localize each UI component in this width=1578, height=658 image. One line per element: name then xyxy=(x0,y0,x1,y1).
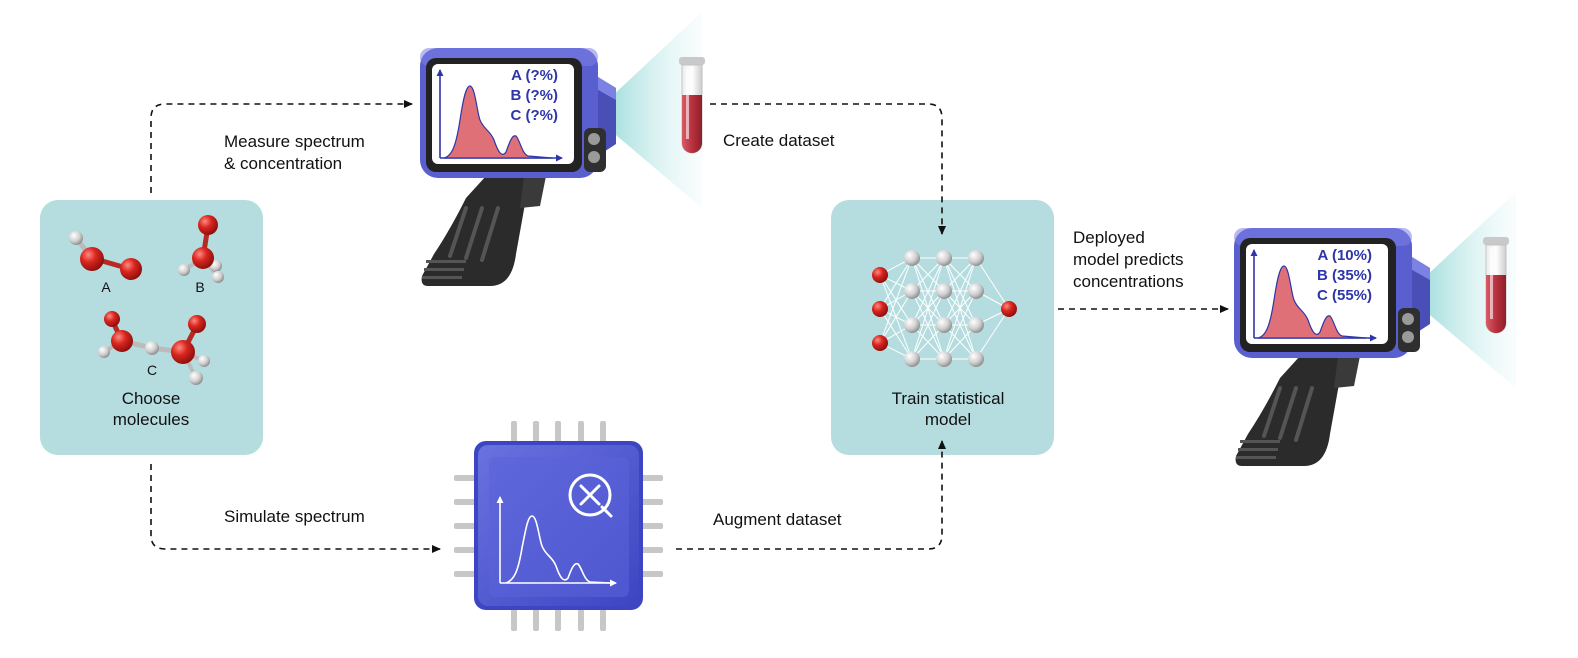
network-node xyxy=(936,351,952,367)
chip-pin xyxy=(454,523,476,529)
network-edge xyxy=(975,308,1010,360)
measure-readout-b: B (?%) xyxy=(511,87,559,104)
chip-pin xyxy=(578,609,584,631)
network-edge xyxy=(943,257,977,360)
chip-pin xyxy=(578,421,584,443)
create-dataset-label: Create dataset xyxy=(723,131,835,150)
chip-pin xyxy=(555,609,561,631)
chip-pin xyxy=(454,475,476,481)
deployed-label-line3: concentrations xyxy=(1073,272,1184,291)
network-edge xyxy=(911,257,945,326)
chip-pin xyxy=(555,421,561,443)
deployed-readout-a: A (10%) xyxy=(1318,247,1372,264)
network-node xyxy=(968,317,984,333)
chip-pin xyxy=(641,547,663,553)
network-node xyxy=(936,317,952,333)
network-node xyxy=(968,351,984,367)
network-node xyxy=(1001,301,1017,317)
chip-pin xyxy=(511,609,517,631)
molecule-b-label: B xyxy=(195,279,204,295)
measure-label-line1: Measure spectrum xyxy=(224,132,365,151)
deployed-readout-b: B (35%) xyxy=(1317,267,1372,284)
chip-pin xyxy=(641,523,663,529)
chip-pin xyxy=(454,571,476,577)
measure-label-line2: & concentration xyxy=(224,154,342,173)
network-edge xyxy=(911,290,945,360)
network-node xyxy=(936,250,952,266)
network-node xyxy=(904,351,920,367)
simulate-label: Simulate spectrum xyxy=(224,507,365,526)
network-node xyxy=(936,283,952,299)
deployed-readout-c: C (55%) xyxy=(1317,287,1372,304)
chip-pin xyxy=(533,421,539,443)
network-node xyxy=(904,283,920,299)
network-node xyxy=(872,301,888,317)
network-node xyxy=(968,250,984,266)
augment-dataset-arrow xyxy=(676,440,946,550)
measure-spectrometer-icon: A (?%) B (?%) C (?%) xyxy=(420,12,702,286)
molecule-a-label: A xyxy=(101,279,111,295)
chip-pin xyxy=(641,475,663,481)
network-edge xyxy=(879,257,913,310)
network-edge xyxy=(943,257,977,326)
augment-label: Augment dataset xyxy=(713,510,842,529)
simulate-arrow xyxy=(150,464,441,553)
train-model-label-line1: Train statistical xyxy=(892,389,1005,408)
train-model-label-line2: model xyxy=(925,410,971,429)
network-edge xyxy=(911,257,945,360)
chip-pin xyxy=(533,609,539,631)
network-node xyxy=(872,267,888,283)
network-node xyxy=(904,250,920,266)
test-tube-measure-icon xyxy=(678,56,706,154)
choose-molecules-label-line1: Choose xyxy=(122,389,181,408)
measure-readout-a: A (?%) xyxy=(511,67,558,84)
choose-molecules-label-line2: molecules xyxy=(113,410,190,429)
network-node xyxy=(872,335,888,351)
network-node xyxy=(904,317,920,333)
network-node xyxy=(968,283,984,299)
chip-pin xyxy=(600,609,606,631)
deployed-label-line2: model predicts xyxy=(1073,250,1184,269)
deployed-spectrometer-icon: A (10%) B (35%) C (55%) xyxy=(1234,192,1516,466)
chip-pin xyxy=(454,547,476,553)
molecule-c-icon xyxy=(98,311,210,385)
chip-pin xyxy=(641,571,663,577)
chip-pin xyxy=(641,499,663,505)
quantum-circle-icon xyxy=(568,473,613,518)
deployed-label-line1: Deployed xyxy=(1073,228,1145,247)
chip-pin xyxy=(511,421,517,443)
network-edge xyxy=(879,290,913,344)
measure-readout-c: C (?%) xyxy=(511,107,559,124)
test-tube-deployed-icon xyxy=(1482,236,1510,334)
molecule-a-icon xyxy=(69,231,142,280)
chip-pin xyxy=(454,499,476,505)
chip-pin xyxy=(600,421,606,443)
molecule-b-icon xyxy=(178,215,224,283)
network-edge xyxy=(879,257,913,344)
neural-network-icon xyxy=(872,250,1017,367)
processor-chip-icon xyxy=(454,421,663,631)
network-edge xyxy=(943,290,977,360)
molecule-c-label: C xyxy=(147,362,157,378)
network-edge xyxy=(975,257,1010,310)
